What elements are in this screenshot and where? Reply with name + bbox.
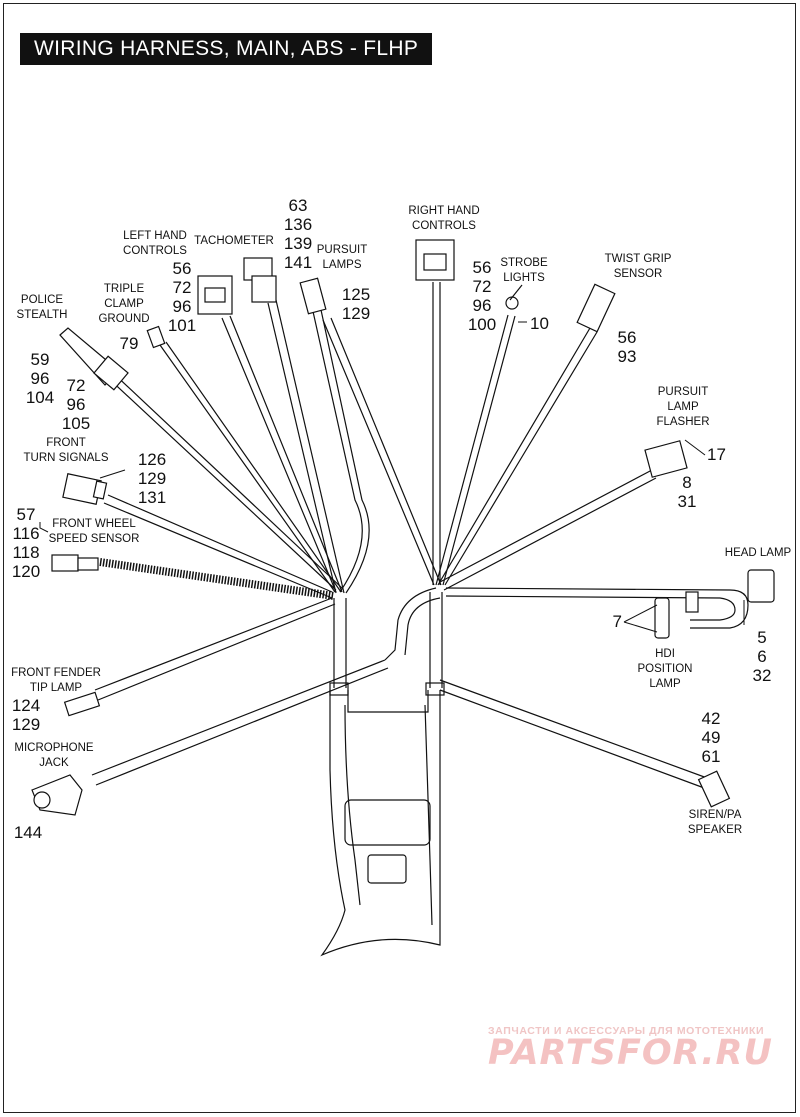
tachometer-label: TACHOMETER — [194, 235, 274, 247]
speed-sensor-braided-wire — [99, 558, 335, 600]
pursuit-lamp-flasher-refs-a: 17 — [707, 445, 726, 464]
pursuit-lamp-flasher-label: PURSUIT LAMP FLASHER — [656, 386, 710, 428]
page-title: WIRING HARNESS, MAIN, ABS - FLHP — [20, 33, 433, 65]
tachometer-refs: 63 136 139 141 — [283, 196, 313, 272]
microphone-jack-label: MICROPHONE JACK — [14, 742, 94, 769]
front-fender-tip-lamp-refs: 124 129 — [11, 696, 41, 734]
pursuit-lamp-flasher-refs-b: 8 31 — [677, 473, 697, 511]
microphone-jack-refs: 144 — [13, 823, 43, 842]
twist-grip-sensor-refs: 56 93 — [617, 328, 637, 366]
drawing-frame — [3, 3, 796, 1113]
right-hand-controls-label: RIGHT HAND CONTROLS — [408, 205, 480, 232]
triple-clamp-ground-label: TRIPLE CLAMP GROUND — [98, 283, 150, 325]
right-hand-controls-refs: 56 72 96 100 — [467, 258, 497, 334]
twist-grip-sensor-label: TWIST GRIP SENSOR — [604, 253, 672, 280]
head-lamp-refs: 5 6 32 — [752, 628, 772, 685]
police-stealth-label: POLICE STEALTH — [16, 294, 68, 321]
pursuit-lamps-refs: 125 129 — [341, 285, 371, 323]
front-turn-signals-label: FRONT TURN SIGNALS — [23, 437, 109, 464]
left-hand-controls-label: LEFT HAND CONTROLS — [123, 230, 187, 257]
police-stealth-refs-b: 72 96 105 — [61, 376, 91, 433]
fairing-outline — [320, 690, 441, 957]
siren-pa-speaker-label: SIREN/PA SPEAKER — [687, 809, 743, 836]
hdi-position-lamp-label: HDI POSITION LAMP — [637, 648, 693, 690]
harness-trunks — [329, 587, 445, 696]
watermark-logo: PARTSFOR.RU — [488, 1033, 773, 1073]
connector-shapes — [31, 239, 775, 816]
left-branch-wires — [94, 295, 370, 701]
pursuit-lamps-label: PURSUIT LAMPS — [316, 244, 368, 271]
front-turn-signals-refs: 126 129 131 — [137, 450, 167, 507]
strobe-lights-label: STROBE LIGHTS — [500, 257, 548, 284]
triple-clamp-ground-refs: 79 — [119, 334, 139, 353]
head-lamp-label: HEAD LAMP — [724, 547, 792, 559]
front-fender-tip-lamp-label: FRONT FENDER TIP LAMP — [11, 667, 101, 694]
watermark-tagline: ЗАПЧАСТИ И АКСЕССУАРЫ ДЛЯ МОТОТЕХНИКИ — [488, 1025, 765, 1037]
right-branch-wires — [91, 282, 749, 793]
siren-pa-speaker-refs: 42 49 61 — [701, 709, 721, 766]
leader-lines — [39, 321, 745, 633]
police-stealth-refs-a: 59 96 104 — [25, 350, 55, 407]
front-wheel-speed-sensor-refs: 57 116 118 120 — [11, 505, 41, 581]
front-wheel-speed-sensor-label: FRONT WHEEL SPEED SENSOR — [48, 518, 140, 545]
left-hand-controls-refs: 56 72 96 101 — [167, 259, 197, 335]
strobe-lights-refs: 10 — [530, 314, 549, 333]
hdi-position-lamp-refs: 7 — [612, 612, 622, 631]
